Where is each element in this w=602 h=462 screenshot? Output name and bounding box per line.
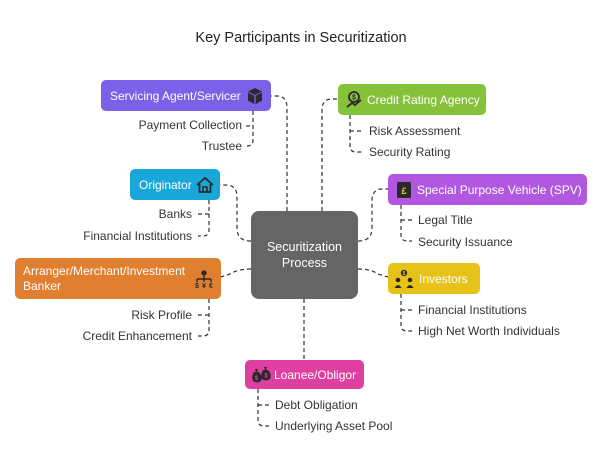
- servicer-item-payment-collection: Payment Collection: [138, 118, 242, 132]
- link-arranger-items: [198, 299, 210, 337]
- svg-text:$: $: [403, 271, 406, 277]
- node-arranger: Arranger/Merchant/Investment Banker $¥€: [15, 258, 221, 299]
- link-center-rating: [321, 98, 338, 211]
- node-credit-rating: $ Credit Rating Agency: [338, 84, 486, 115]
- link-loanee-items: [257, 389, 269, 427]
- center-label-line1: Securitization: [266, 240, 343, 254]
- svg-text:$: $: [195, 283, 199, 290]
- servicer-item-trustee: Trustee: [201, 139, 242, 153]
- box-icon: [245, 86, 265, 106]
- node-arranger-label-line2: Banker: [23, 278, 62, 293]
- rating-item-risk-assessment: Risk Assessment: [369, 124, 461, 138]
- node-investors-label: Investors: [419, 271, 468, 286]
- money-bags-icon: $$: [250, 365, 272, 385]
- node-originator: Originator: [130, 169, 220, 200]
- diagram-title: Key Participants in Securitization: [195, 30, 407, 46]
- link-servicer-items: [246, 111, 254, 147]
- node-spv-label: Special Purpose Vehicle (SPV): [417, 182, 582, 197]
- node-servicer-label: Servicing Agent/Servicer: [110, 88, 241, 103]
- arranger-item-risk-profile: Risk Profile: [131, 308, 192, 322]
- node-spv: £ Special Purpose Vehicle (SPV): [388, 174, 587, 205]
- originator-item-financial-institutions: Financial Institutions: [83, 229, 192, 243]
- svg-text:€: €: [209, 283, 213, 290]
- link-originator-items: [198, 200, 210, 237]
- investors-item-financial-institutions: Financial Institutions: [418, 303, 527, 317]
- link-spv-items: [400, 205, 412, 242]
- node-loanee: $$ Loanee/Obligor: [245, 360, 364, 389]
- spv-item-security-issuance: Security Issuance: [418, 235, 513, 249]
- node-servicer: Servicing Agent/Servicer: [101, 80, 271, 111]
- arranger-item-credit-enhancement: Credit Enhancement: [82, 329, 192, 343]
- node-loanee-label: Loanee/Obligor: [274, 367, 357, 382]
- rating-item-security-rating: Security Rating: [369, 145, 451, 159]
- house-icon: [195, 175, 215, 195]
- vehicle-document-icon: £: [394, 180, 414, 200]
- svg-text:¥: ¥: [202, 283, 206, 290]
- loanee-item-underlying-asset-pool: Underlying Asset Pool: [275, 419, 393, 433]
- rating-trend-icon: $: [344, 90, 364, 110]
- node-investors: $ Investors: [388, 263, 480, 294]
- svg-text:$: $: [352, 94, 356, 101]
- svg-text:$: $: [255, 376, 259, 382]
- link-rating-items: [349, 115, 362, 153]
- link-center-investors: [357, 268, 389, 278]
- investors-item-high-net-worth: High Net Worth Individuals: [418, 324, 560, 338]
- svg-text:£: £: [401, 186, 406, 196]
- svg-text:$: $: [264, 373, 268, 379]
- investors-icon: $: [393, 269, 415, 289]
- node-arranger-label: Arranger/Merchant/Investment Banker: [23, 264, 185, 294]
- node-originator-label: Originator: [139, 177, 192, 192]
- link-investors-items: [400, 294, 412, 332]
- link-center-originator: [220, 184, 252, 242]
- link-center-arranger: [220, 268, 252, 278]
- center-label-line2: Process: [281, 256, 328, 270]
- originator-item-banks: Banks: [158, 207, 192, 221]
- center-node: Securitization Process: [251, 211, 358, 299]
- spv-item-legal-title: Legal Title: [418, 213, 473, 227]
- node-arranger-label-line1: Arranger/Merchant/Investment: [23, 263, 186, 278]
- node-credit-rating-label: Credit Rating Agency: [367, 92, 480, 107]
- loanee-item-debt-obligation: Debt Obligation: [275, 398, 358, 412]
- link-center-servicer: [271, 95, 288, 211]
- network-money-icon: $¥€: [193, 268, 215, 290]
- link-center-spv: [357, 188, 388, 242]
